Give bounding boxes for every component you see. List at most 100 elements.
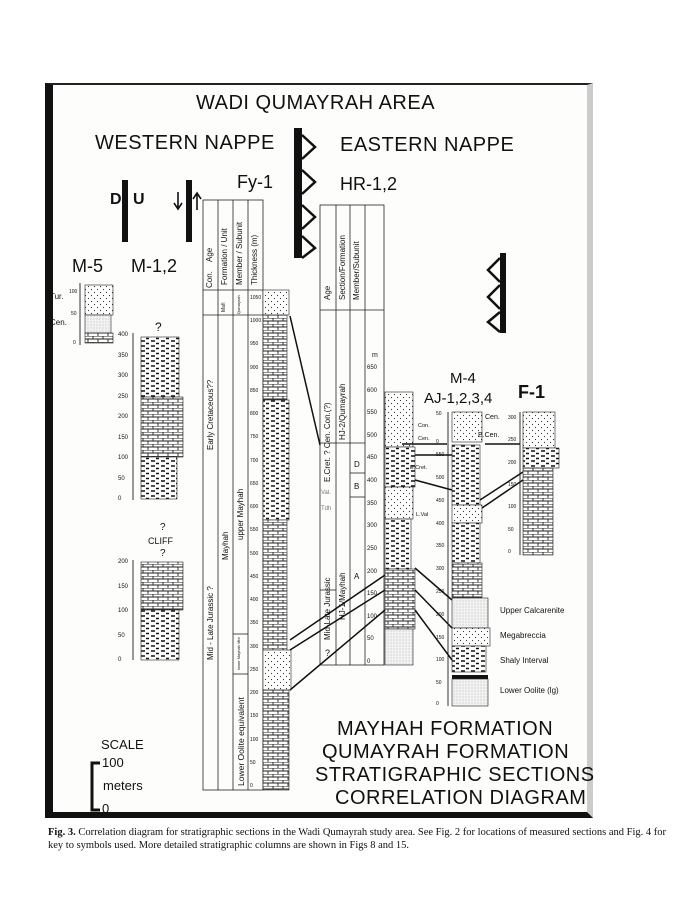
tick-label: 1000 xyxy=(250,318,262,325)
tick-label: 0 xyxy=(436,701,439,707)
tick-label: 750 xyxy=(250,434,259,441)
tick-label: 150 xyxy=(367,591,378,598)
tick-label: 300 xyxy=(367,523,378,530)
hr-age-jurassic: Mid-Late Jurassic xyxy=(323,577,332,640)
section-aj-name: AJ-1,2,3,4 xyxy=(424,390,493,407)
tick-label: 450 xyxy=(250,573,259,580)
tick-label: 0 xyxy=(118,496,122,502)
tick-label: 300 xyxy=(436,566,445,572)
hr-stage-tdh: Tdh xyxy=(321,506,332,512)
hr-member-d: D xyxy=(354,460,360,469)
caption-label: Fig. 3. xyxy=(48,827,76,838)
tick-label: 600 xyxy=(250,504,259,511)
unit-megabreccia: Megabreccia xyxy=(500,631,546,640)
section-hr12-column xyxy=(384,391,416,666)
tick-label: 0 xyxy=(118,657,122,663)
displacement-arrows-icon xyxy=(173,191,202,211)
figure-title: WADI QUMAYRAH AREA xyxy=(196,92,436,114)
fy1-formation-mayhah: Mayhah xyxy=(221,531,230,560)
fault-up-label: U xyxy=(133,191,145,208)
unit-upper-calcarenite: Upper Calcarenite xyxy=(500,606,565,615)
fy1-member-lower-oolite: Lower Oolite equivalent xyxy=(236,697,246,786)
section-m5-name: M-5 xyxy=(72,256,103,276)
tick-label: 50 xyxy=(436,411,442,417)
caption-text: Correlation diagram for stratigraphic se… xyxy=(48,827,667,851)
fy1-qumayrah: Qumayrah xyxy=(236,295,241,314)
hr-annot-lval: L.Val xyxy=(416,512,429,518)
tick-label: 50 xyxy=(367,636,374,643)
m12-question-mark: ? xyxy=(155,320,162,334)
tick-label: 0 xyxy=(367,659,371,665)
m12-cliff-label: CLIFF xyxy=(148,536,174,546)
tick-label: 150 xyxy=(118,583,129,590)
hr-formation-mayhah: HJ-1/Mayhah xyxy=(338,572,347,620)
scale-label: SCALE xyxy=(101,737,144,752)
eastern-nappe-label: EASTERN NAPPE xyxy=(340,134,515,156)
correlation-lines xyxy=(289,315,524,691)
tick-label: 150 xyxy=(508,482,517,488)
tick-label: 50 xyxy=(118,475,125,482)
section-m4-name: M-4 xyxy=(450,370,476,387)
tick-label: 950 xyxy=(250,341,259,348)
tick-label: 650 xyxy=(250,480,259,487)
section-f1-column xyxy=(519,411,560,556)
tick-label: 100 xyxy=(508,504,517,511)
tick-label: 100 xyxy=(367,613,378,620)
section-aj-column xyxy=(447,411,491,707)
section-m5-column xyxy=(79,283,114,345)
tick-label: 500 xyxy=(436,475,445,481)
figure-caption: Fig. 3. Correlation diagram for stratigr… xyxy=(48,826,668,852)
hr-member-a: A xyxy=(354,572,360,581)
aj-label-cen: Cen. xyxy=(485,414,500,421)
big-title-line-3: STRATIGRAPHIC SECTIONS xyxy=(315,764,595,786)
tick-label: 400 xyxy=(367,478,378,485)
tick-label: 200 xyxy=(118,559,129,565)
tick-label: 100 xyxy=(118,455,129,461)
tick-label: 900 xyxy=(250,364,259,371)
tick-label: 350 xyxy=(250,620,259,627)
fy1-member-upper: upper Mayhah xyxy=(236,488,245,540)
fy1-header-thickness: Thickness (m) xyxy=(250,234,259,285)
tick-label: 200 xyxy=(250,690,259,697)
tick-label: 250 xyxy=(118,393,129,400)
tick-label: 1050 xyxy=(250,295,262,301)
hr-unit: m xyxy=(372,352,378,359)
tick-label: 700 xyxy=(250,457,259,464)
tick-label: 200 xyxy=(118,414,129,420)
section-m12-name: M-1,2 xyxy=(131,256,178,276)
section-fy1-name: Fy-1 xyxy=(237,172,273,192)
tick-label: 550 xyxy=(367,410,378,417)
big-title-line-4: CORRELATION DIAGRAM xyxy=(335,787,587,809)
tick-label: 300 xyxy=(508,415,517,421)
fy1-header-con: Con. xyxy=(205,271,214,288)
hr-stage-val: Val. xyxy=(321,490,331,496)
tick-label: 150 xyxy=(118,434,129,441)
tick-label: 50 xyxy=(508,526,514,533)
scale-top: 100 xyxy=(102,755,124,770)
big-title-line-1: MAYHAH FORMATION xyxy=(337,718,554,740)
tick-label: 250 xyxy=(367,545,378,552)
tick-label: 500 xyxy=(250,550,259,557)
tick-label: 350 xyxy=(436,543,445,549)
hr-annot-ecret: E.Cret. xyxy=(410,465,428,471)
tick-label: 550 xyxy=(436,452,445,458)
section-f1-name: F-1 xyxy=(518,382,545,402)
tick-label: 300 xyxy=(118,373,129,379)
fy1-member-lower: lower Mayhah Mbr xyxy=(236,637,241,670)
tick-label: 550 xyxy=(250,527,259,534)
tick-label: 350 xyxy=(367,500,378,507)
tick-label: 250 xyxy=(436,589,445,595)
hr-header-section: Section/Formation xyxy=(338,235,347,300)
hr-member-b: B xyxy=(354,482,360,491)
scale-bottom: 0 xyxy=(102,801,110,816)
tick-label: 50 xyxy=(71,311,77,317)
fy1-age-jurassic: Mid - Late Jurassic ? xyxy=(206,586,215,660)
section-fy1-table xyxy=(202,199,264,791)
tick-label: 100 xyxy=(118,608,129,614)
tick-label: 600 xyxy=(367,387,378,394)
m12-question-mark: ? xyxy=(160,522,166,533)
tick-label: 100 xyxy=(250,736,259,743)
hr-header-member: Member/Subunit xyxy=(352,241,361,300)
unit-shaly-interval: Shaly Interval xyxy=(500,656,549,665)
